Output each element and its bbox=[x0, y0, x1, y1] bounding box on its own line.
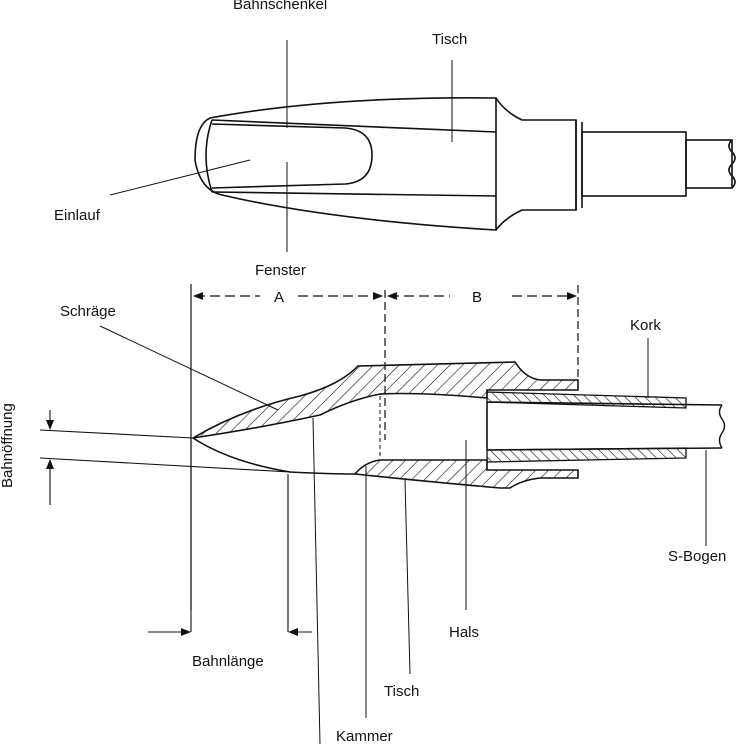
section-upper-wall bbox=[192, 361, 579, 439]
arrow-a-left bbox=[193, 292, 203, 300]
top-einlauf-leader bbox=[109, 159, 251, 196]
arrow-lay-right bbox=[288, 628, 298, 636]
arrow-lay-left bbox=[181, 628, 191, 636]
arrow-a-right bbox=[373, 292, 383, 300]
top-body-outline bbox=[194, 97, 497, 231]
top-window bbox=[211, 123, 373, 189]
label-einlauf: Einlauf bbox=[54, 207, 100, 224]
kammer-leader bbox=[312, 417, 321, 744]
label-fenster: Fenster bbox=[255, 262, 306, 279]
label-hals: Hals bbox=[449, 624, 480, 641]
label-tisch-section: Tisch bbox=[384, 683, 420, 700]
top-view bbox=[109, 40, 736, 252]
section-view bbox=[39, 284, 726, 744]
section-cork-top bbox=[486, 391, 687, 409]
section-bocal-cut bbox=[718, 404, 726, 449]
schraege-leader bbox=[99, 325, 279, 411]
label-bahnoeffnung: Bahnöffnung bbox=[0, 403, 16, 488]
tip-opening-lower-line bbox=[39, 457, 291, 473]
tisch-leader bbox=[404, 479, 411, 675]
section-bocal bbox=[486, 401, 723, 451]
label-bahnlaenge: Bahnlänge bbox=[192, 653, 264, 670]
label-s-bogen: S-Bogen bbox=[668, 548, 727, 565]
arrow-opening-bottom bbox=[46, 459, 54, 469]
label-bahnschenkel: Bahnschenkel bbox=[233, 0, 328, 13]
top-bocal-cut bbox=[728, 139, 736, 189]
top-bocal bbox=[685, 139, 733, 189]
tip-opening-upper-line bbox=[39, 429, 194, 439]
label-schraege: Schräge bbox=[60, 303, 116, 320]
label-dim-b: B bbox=[472, 289, 483, 306]
arrow-opening-top bbox=[46, 420, 54, 430]
section-lay bbox=[192, 437, 356, 475]
label-kammer: Kammer bbox=[336, 728, 393, 745]
label-kork: Kork bbox=[630, 317, 661, 334]
label-tisch-top: Tisch bbox=[432, 31, 468, 48]
label-dim-a: A bbox=[274, 289, 285, 306]
arrow-b-right bbox=[567, 292, 577, 300]
top-neck bbox=[495, 97, 577, 231]
arrow-b-left bbox=[387, 292, 397, 300]
top-shank bbox=[581, 131, 687, 197]
